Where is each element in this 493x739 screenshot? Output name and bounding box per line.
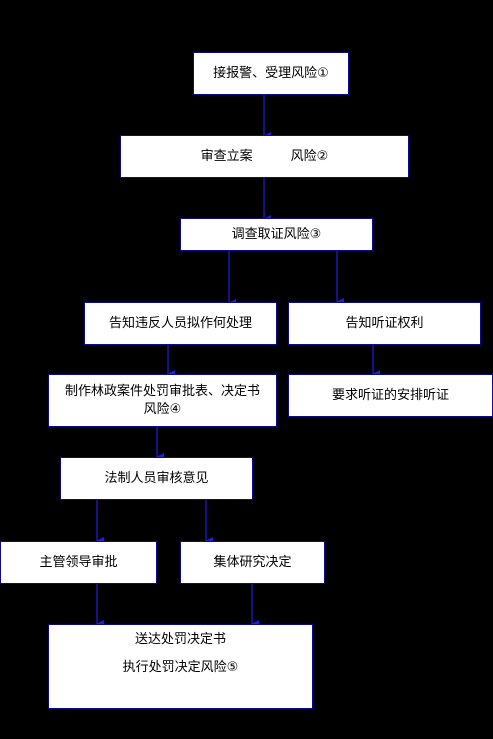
step-review-filing: 审查立案 风险② — [120, 135, 409, 178]
step-execute-risk: 执行处罚决定风险⑤ — [122, 660, 239, 675]
step-review-filing-risk: 风险② — [290, 148, 329, 164]
step-review-filing-label: 审查立案 — [200, 148, 253, 164]
step-leader-approval-label: 主管领导审批 — [39, 554, 118, 570]
step-investigate: 调查取证风险③ — [180, 218, 373, 251]
step-notify-hearing-right: 告知听证权利 — [288, 302, 481, 345]
step-arrange-hearing-label: 要求听证的安排听证 — [331, 387, 449, 403]
step-legal-review-label: 法制人员审核意见 — [104, 470, 209, 486]
step-make-approval-form: 制作林政案件处罚审批表、决定书 风险④ — [48, 374, 277, 427]
step-investigate-label: 调查取证风险③ — [231, 226, 322, 242]
step-notify-violator: 告知违反人员拟作何处理 — [84, 302, 277, 345]
step-notify-violator-label: 告知违反人员拟作何处理 — [108, 315, 252, 331]
step-make-approval-form-risk: 风险④ — [143, 401, 182, 417]
step-arrange-hearing: 要求听证的安排听证 — [288, 374, 493, 417]
step-deliver-label: 送达处罚决定书 — [134, 632, 226, 647]
step-receive-report-label: 接报警、受理风险① — [213, 65, 329, 81]
step-deliver-execute: 送达处罚决定书 执行处罚决定风险⑤ — [48, 624, 313, 709]
step-receive-report: 接报警、受理风险① — [193, 52, 349, 95]
step-notify-hearing-right-label: 告知听证权利 — [345, 315, 424, 331]
step-collective-decision: 集体研究决定 — [180, 541, 325, 584]
step-legal-review: 法制人员审核意见 — [60, 457, 253, 500]
step-collective-decision-label: 集体研究决定 — [213, 554, 292, 570]
step-leader-approval: 主管领导审批 — [0, 541, 157, 584]
step-make-approval-form-label: 制作林政案件处罚审批表、决定书 — [64, 383, 260, 399]
